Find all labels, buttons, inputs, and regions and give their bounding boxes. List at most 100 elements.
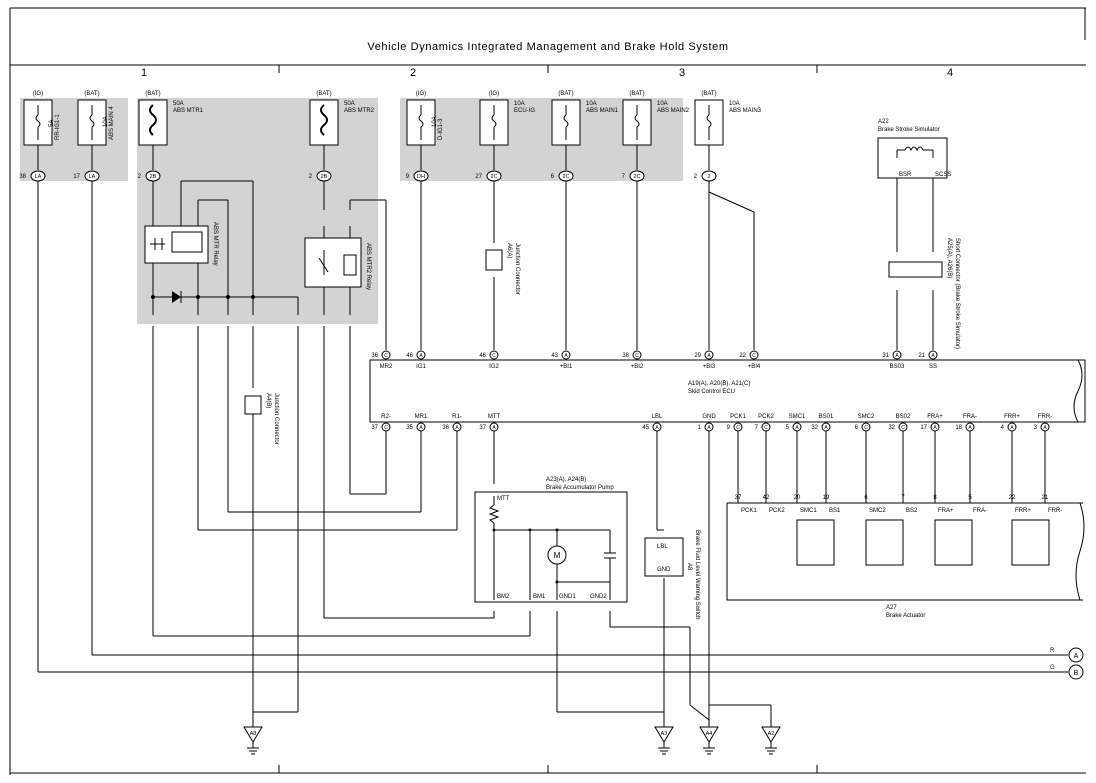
fuse-rating: 50A [173, 101, 184, 107]
pin-conn: A [968, 425, 972, 431]
pin-conn: A [795, 425, 799, 431]
wire-color: G [1050, 665, 1055, 671]
pin-number: 18 [955, 425, 962, 431]
fuse-name: ABS MAIN3 [729, 108, 762, 114]
pin-number: 22 [1009, 495, 1016, 501]
pin-number: 6 [855, 425, 859, 431]
pin-name: SS [929, 364, 937, 370]
pump-pin-bm2: BM2 [497, 594, 510, 600]
pin-conn: A [931, 353, 935, 359]
pin-number: 17 [920, 425, 927, 431]
ground-a3: A3 [654, 726, 674, 755]
pin-name: BS1 [829, 508, 841, 514]
fuse-conn-pin: 9 [406, 174, 410, 180]
pin-number: 37 [371, 425, 378, 431]
pin-conn: A [1010, 425, 1014, 431]
ecu-id: A19(A), A20(B), A21(C) [688, 381, 750, 387]
fuse-conn-id: LA [35, 174, 42, 180]
pin-name: +BI1 [560, 364, 573, 370]
fuse-conn-pin: 27 [475, 174, 482, 180]
pin-number: 19 [823, 495, 830, 501]
pin-name: FRR+ [1004, 414, 1020, 420]
ground-a8: A8 [243, 726, 263, 755]
pin-name: SMC1 [800, 508, 817, 514]
fuse-conn-id: 2B [321, 174, 328, 180]
pin-number: 31 [882, 353, 889, 359]
fuse-name: ABS MTR2 [344, 108, 375, 114]
fuse-name: ABS MTR1 [173, 108, 204, 114]
abs-mtr2-relay-label: ABS MTR2 Relay [365, 243, 371, 290]
pin-conn: C [752, 353, 756, 359]
pump-pin-gnd2: GND2 [590, 594, 607, 600]
pin-number: 5 [968, 495, 972, 501]
pin-conn: A [655, 425, 659, 431]
pin-number: 32 [811, 425, 818, 431]
ground-label: A4 [706, 731, 713, 737]
pin-number: 7 [901, 495, 905, 501]
pin-name: PCK2 [758, 414, 774, 420]
fuse-conn-id: 2C [562, 174, 569, 180]
ecu-pin-ss: 21 A SS [918, 350, 938, 370]
pin-conn: C [736, 425, 740, 431]
connector-id: A [1074, 653, 1079, 660]
level-switch-name: Brake Fluid Level Warning Switch [694, 530, 700, 619]
pin-name: MR2 [380, 364, 393, 370]
pin-name: SMC2 [858, 414, 875, 420]
abs-mtr-relay: ABS MTR Relay [144, 222, 255, 303]
pin-conn: A [824, 425, 828, 431]
pin-number: 37 [479, 425, 486, 431]
ground-label: A2 [768, 731, 775, 737]
level-switch-pin-lbl: LBL [657, 544, 668, 550]
simulator-name: Brake Stroke Simulator [878, 127, 940, 133]
fuse-conn-id: DH [417, 174, 425, 180]
pin-number: 5 [786, 425, 790, 431]
pin-name: FRA+ [938, 508, 954, 514]
pin-conn: C [384, 353, 388, 359]
pin-number: 22 [739, 353, 746, 359]
pin-name: LBL [652, 414, 663, 420]
fuse-supply: (BAT) [629, 91, 644, 97]
pin-name: +BI3 [703, 364, 716, 370]
fuse-conn-pin: 17 [73, 174, 80, 180]
short-connector-id: A25(A), A26(B) [946, 238, 952, 278]
pin-name: MR1 [415, 414, 428, 420]
fuse-conn-id: 2 [707, 174, 710, 180]
pin-number: 36 [442, 425, 449, 431]
pin-number: 29 [694, 353, 701, 359]
ecu-name: Skid Control ECU [688, 389, 735, 395]
offpage-connector-b: GB [1050, 664, 1084, 680]
fuse-rating: 50A [344, 101, 355, 107]
fuse-name: ABS MAIN2 [657, 108, 690, 114]
pin-number: 21 [918, 353, 925, 359]
pin-number: 37 [735, 495, 742, 501]
pin-name: PCK1 [730, 414, 746, 420]
offpage-connector-a: RA [1050, 647, 1084, 663]
fuse-supply: (IG) [33, 91, 43, 97]
fuse-block-bg-2 [137, 98, 378, 324]
pin-number: 6 [864, 495, 868, 501]
pin-number: 7 [755, 425, 759, 431]
junction-a4-desc: Junction Connector [273, 393, 279, 445]
simulator-id: A22 [878, 119, 889, 125]
pin-conn: A [455, 425, 459, 431]
pin-name: BS01 [819, 414, 834, 420]
